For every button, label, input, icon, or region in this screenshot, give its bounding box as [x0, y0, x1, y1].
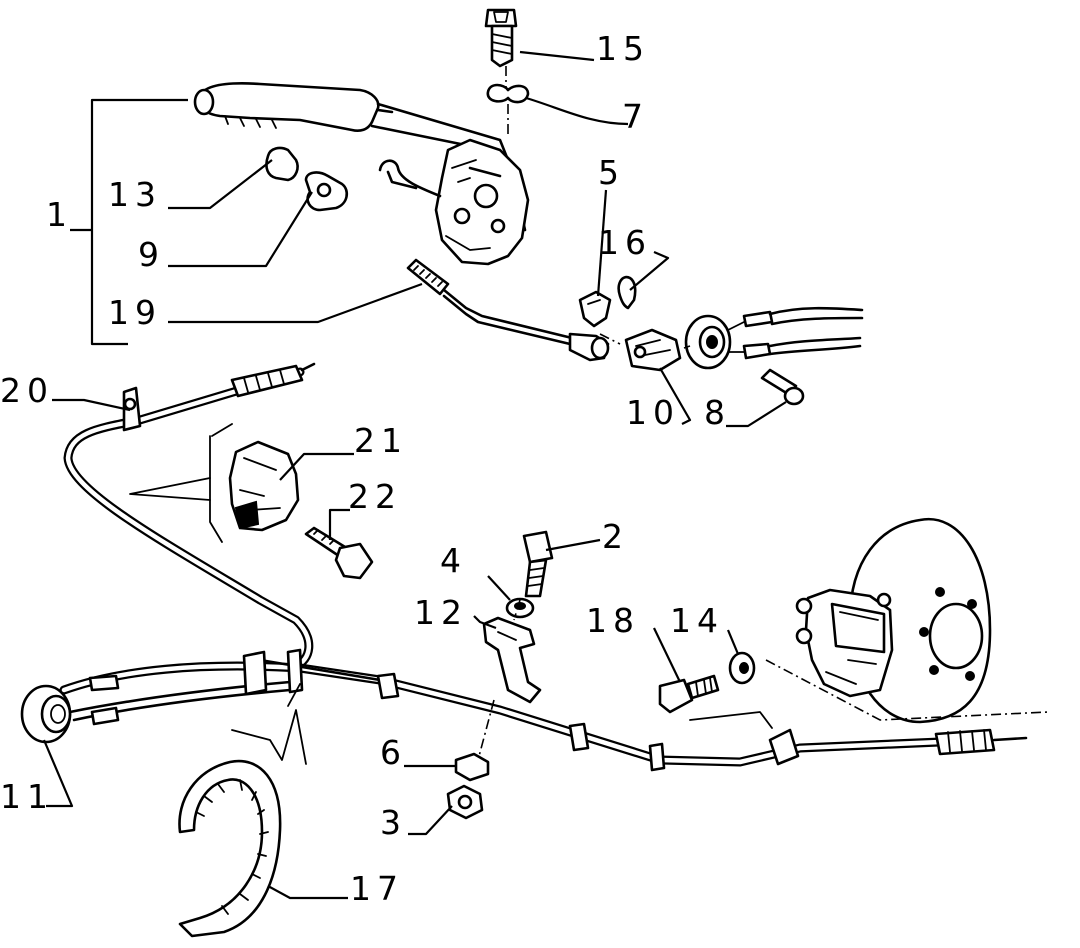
spring-pin-part [617, 275, 637, 310]
bushing-6-part [454, 752, 490, 782]
bolt-15-part [484, 8, 518, 68]
spring-washer-part [486, 83, 530, 104]
callout-7: 7 [622, 97, 649, 136]
callout-21: 21 [354, 421, 408, 460]
callout-17: 17 [350, 869, 404, 908]
cable-strap-17-part [178, 759, 282, 938]
bolt-2-part [522, 530, 554, 598]
handbrake-lever-assembly [193, 82, 530, 266]
callout-4: 4 [440, 541, 467, 580]
callout-13: 13 [108, 175, 162, 214]
callout-19: 19 [108, 293, 162, 332]
callout-9: 9 [138, 235, 165, 274]
callout-11: 11 [0, 777, 54, 816]
cable-clamp-21-part [228, 440, 300, 532]
callout-10: 10 [626, 393, 680, 432]
callout-18: 18 [586, 601, 640, 640]
callout-22: 22 [348, 477, 402, 516]
washer-14-part [728, 651, 756, 685]
bolt-18-part [658, 674, 720, 714]
rubber-cap-part [265, 146, 299, 182]
callout-2: 2 [602, 517, 629, 556]
callout-15: 15 [596, 29, 650, 68]
main-brake-cable [63, 362, 316, 671]
callout-16: 16 [598, 223, 652, 262]
callout-12: 12 [414, 593, 468, 632]
cable-end-11-part [20, 684, 72, 744]
callout-14: 14 [670, 601, 724, 640]
cable-guide-pulley [684, 306, 864, 370]
pull-rod-part [406, 258, 610, 362]
rear-brake-cables [59, 648, 1028, 772]
nut-3-part [446, 784, 484, 820]
pin-8-part [760, 368, 805, 406]
callout-labels: 1 2 3 4 5 6 7 8 9 10 11 12 13 14 15 16 1… [0, 29, 731, 908]
callout-8: 8 [704, 393, 731, 432]
bracket-12-part [482, 616, 542, 704]
callout-6: 6 [380, 733, 407, 772]
equalizer-part [624, 328, 682, 372]
callout-1: 1 [46, 195, 73, 234]
bolt-22-part [304, 526, 374, 580]
callout-3: 3 [380, 803, 407, 842]
clip-5-part [578, 290, 612, 328]
washer-4-part [505, 597, 535, 619]
clip-part [304, 171, 349, 212]
callout-5: 5 [598, 153, 625, 192]
leader-lines [42, 50, 787, 900]
brake-disc-caliper [795, 517, 992, 724]
callout-20: 20 [0, 371, 54, 410]
